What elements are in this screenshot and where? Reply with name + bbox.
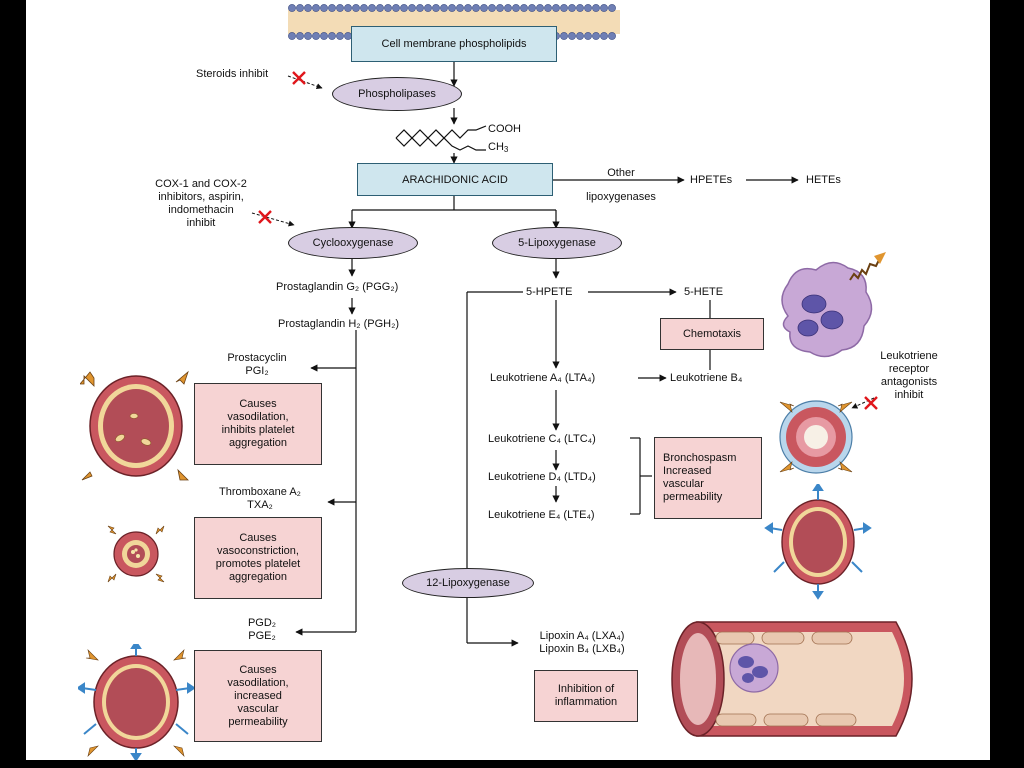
cooh-label: COOH <box>488 123 521 135</box>
inhibition-box: Inhibition of inflammation <box>534 670 638 722</box>
inhibition-text: Inhibition of inflammation <box>554 683 618 708</box>
prostacyclin-label: Prostacyclin PGI₂ <box>227 352 287 377</box>
12-lipoxygenase-label: 12-Lipoxygenase <box>426 577 510 589</box>
pgd2-effect-box: Causes vasodilation, increased vascular … <box>194 650 322 742</box>
ch3-text: CH <box>488 141 504 153</box>
phospholipases-label: Phospholipases <box>358 88 436 100</box>
cox-inhibitors-label: COX-1 and COX-2 inhibitors, aspirin, ind… <box>155 178 247 229</box>
phospholipases-oval: Phospholipases <box>332 77 462 111</box>
pathway-diagram: Cell membrane phospholipids Steroids inh… <box>26 0 990 760</box>
bronchospasm-text: Bronchospasm Increased vascular permeabi… <box>663 452 737 503</box>
lta4-label: Leukotriene A₄ (LTA₄) <box>490 372 596 384</box>
inhibit-x-icon <box>292 71 306 85</box>
cyclooxygenase-oval: Cyclooxygenase <box>288 227 418 259</box>
membrane-label: Cell membrane phospholipids <box>381 38 527 50</box>
connector-lines <box>251 62 875 647</box>
ltb4-label: Leukotriene B₄ <box>670 372 743 384</box>
pgg2-label: Prostaglandin G₂ (PGG₂) <box>276 281 399 293</box>
blood-vessel-longitudinal-illustration <box>671 621 913 737</box>
prostacyclin-effect-box: Causes vasodilation, inhibits platelet a… <box>194 383 322 465</box>
inhibit-x-icon <box>864 396 878 410</box>
ltd4-label: Leukotriene D₄ (LTD₄) <box>488 471 596 483</box>
ltc4-label: Leukotriene C₄ (LTC₄) <box>488 433 596 445</box>
chemotaxis-text: Chemotaxis <box>682 327 742 340</box>
lte4-label: Leukotriene E₄ (LTE₄) <box>488 509 595 521</box>
hpetes-label: HPETEs <box>690 174 733 186</box>
pgd2-pge2-label: PGD₂ PGE₂ <box>247 617 277 642</box>
thromboxane-effect-box: Causes vasoconstriction, promotes platel… <box>194 517 322 599</box>
arachidonic-acid-box: ARACHIDONIC ACID <box>357 163 553 196</box>
5-lipoxygenase-oval: 5-Lipoxygenase <box>492 227 622 259</box>
5-hpete-label: 5-HPETE <box>526 286 573 298</box>
bronchospasm-box: Bronchospasm Increased vascular permeabi… <box>654 437 762 519</box>
dilated-vessel-illustration <box>80 370 189 481</box>
cyclooxygenase-label: Cyclooxygenase <box>312 237 394 249</box>
12-lipoxygenase-oval: 12-Lipoxygenase <box>402 568 534 598</box>
pgd2-effect-text: Causes vasodilation, increased vascular … <box>227 663 289 728</box>
other-lipoxygenases-label: Other lipoxygenases <box>586 167 656 203</box>
inhibit-x-icon <box>258 210 272 224</box>
5-lipoxygenase-label: 5-Lipoxygenase <box>518 237 596 249</box>
steroids-inhibit-label: Steroids inhibit <box>196 68 269 80</box>
thromboxane-effect-text: Causes vasoconstriction, promotes platel… <box>215 532 301 583</box>
arachidonic-label: ARACHIDONIC ACID <box>402 173 508 186</box>
leukotriene-antagonists-label: Leukotriene receptor antagonists inhibit <box>880 350 938 401</box>
cell-membrane-phospholipids-box: Cell membrane phospholipids <box>351 26 557 62</box>
ch3-subscript: 3 <box>503 145 509 154</box>
leukocyte-illustration <box>781 252 886 358</box>
lipoxins-label: Lipoxin A₄ (LXA₄) Lipoxin B₄ (LXB₄) <box>539 630 625 655</box>
permeable-vessel-illustration <box>78 644 194 760</box>
permeable-vessel-illustration <box>764 484 872 600</box>
thromboxane-label: Thromboxane A₂ TXA₂ <box>219 486 301 511</box>
chemotaxis-box: Chemotaxis <box>660 318 764 350</box>
hetes-label: HETEs <box>806 174 841 186</box>
pgh2-label: Prostaglandin H₂ (PGH₂) <box>278 318 400 330</box>
arachidonic-acid-structure-icon <box>395 125 487 151</box>
5-hete-label: 5-HETE <box>684 286 724 298</box>
ch3-label: CH3 <box>488 141 508 154</box>
prostacyclin-effect-text: Causes vasodilation, inhibits platelet a… <box>221 398 295 449</box>
bronchiole-illustration <box>779 400 853 474</box>
constricted-vessel-illustration <box>107 525 165 583</box>
